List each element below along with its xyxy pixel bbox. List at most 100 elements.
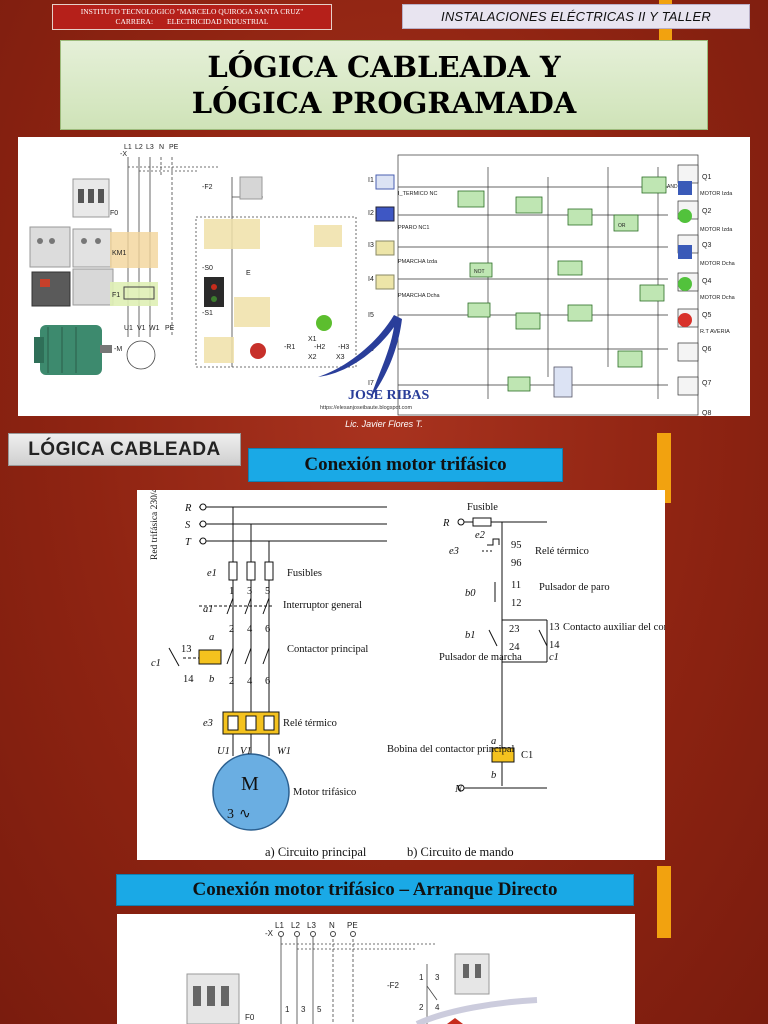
ctrl-12: 12 xyxy=(511,598,522,609)
ctrl-bobina: Bobina del contactor principal xyxy=(387,744,514,755)
control-fuse xyxy=(472,517,492,527)
input-name-3: PMARCHA Izda xyxy=(398,259,438,265)
lbl-l3: L3 xyxy=(146,144,154,151)
ctrl-C1: C1 xyxy=(521,750,533,761)
diagram1-title: Conexión motor trifásico xyxy=(248,448,563,482)
d2-pe: PE xyxy=(347,921,358,930)
d2-n1: 1 xyxy=(285,1005,290,1014)
num-6a: 6 xyxy=(265,624,270,635)
direct-start-diagram: L1 L2 L3 N PE -X -F2 F0 1 3 5 1 3 2 4 xyxy=(117,914,635,1024)
d2-n1b: 1 xyxy=(419,973,424,982)
label-contactor: Contactor principal xyxy=(287,644,368,655)
jose-ribas-logo: JOSE RIBAS https://elesanjoseibaute.blog… xyxy=(318,315,430,411)
ctrl-11: 11 xyxy=(511,580,521,591)
motor-photo xyxy=(34,325,112,375)
num-5: 5 xyxy=(265,586,270,597)
course-header: INSTALACIONES ELÉCTRICAS II Y TALLER xyxy=(402,4,750,29)
motor-symbol xyxy=(212,753,290,831)
relay-photo xyxy=(31,268,114,307)
lbl-f1: F1 xyxy=(112,292,120,299)
pushbutton-photo xyxy=(204,277,224,307)
f1-ctrl-highlight xyxy=(204,219,260,249)
d2-f2: -F2 xyxy=(387,981,400,990)
accent-bar-bottom xyxy=(657,866,671,938)
gate-or-1: OR xyxy=(618,223,626,229)
green-pilot-light xyxy=(316,315,332,331)
lbl-pe2: PE xyxy=(165,325,175,332)
lbl-v1: V1 xyxy=(137,325,146,332)
lbl-x2: X2 xyxy=(308,354,317,361)
motor-m: M xyxy=(241,773,259,795)
ctrl-e2: e2 xyxy=(475,530,486,541)
output-name-3: MOTOR Dcha xyxy=(700,261,736,267)
input-i7: I7 xyxy=(368,380,374,387)
ctrl-auxiliar: Contacto auxiliar del contactor principa… xyxy=(563,622,665,633)
output-q7: Q7 xyxy=(702,380,711,387)
output-q4: Q4 xyxy=(702,278,711,285)
output-q1: Q1 xyxy=(702,174,711,181)
ctrl-marcha: Pulsador de marcha xyxy=(439,652,522,663)
ctrl-e3: e3 xyxy=(449,546,459,557)
output-q2: Q2 xyxy=(702,208,711,215)
institute-name: INSTITUTO TECNOLOGICO "MARCELO QUIROGA S… xyxy=(80,7,304,16)
control-coil xyxy=(491,747,515,763)
ctrl-14: 14 xyxy=(549,640,560,651)
gate-not-1: NOT xyxy=(474,269,485,275)
logic-comparison-figure: L1 L2 L3 N PE -X F0 KM1 F1 U1 V1 W1 PE -… xyxy=(18,137,750,416)
lbl-f2: -F2 xyxy=(202,184,213,191)
input-i4: I4 xyxy=(368,276,374,283)
breaker-photo-large xyxy=(186,973,240,1024)
ctrl-fusible: Fusible xyxy=(467,502,498,513)
lbl-x3: X3 xyxy=(336,354,345,361)
d2-n3b: 3 xyxy=(435,973,440,982)
line-r: R xyxy=(184,503,192,514)
lbl-u1: U1 xyxy=(124,325,133,332)
career-label: CARRERA: xyxy=(115,17,154,26)
lbl-f0: F0 xyxy=(110,210,118,217)
lbl-h2: -H2 xyxy=(314,344,325,351)
lbl-motor: -M xyxy=(114,346,122,353)
gate-and-1: AND xyxy=(667,184,678,190)
label-c1: c1 xyxy=(151,658,161,669)
num-4b: 4 xyxy=(247,676,253,687)
term-w1: W1 xyxy=(277,746,291,757)
term-u1: U1 xyxy=(217,746,230,757)
d2-f0: F0 xyxy=(245,1013,255,1022)
d2-n3: 3 xyxy=(301,1005,306,1014)
num-2b: 2 xyxy=(229,676,234,687)
label-a1: a1 xyxy=(203,604,214,615)
f1-highlight xyxy=(110,282,158,306)
d2-x: -X xyxy=(265,929,274,938)
input-i3: I3 xyxy=(368,242,374,249)
motor-3: 3 xyxy=(227,807,234,822)
title-line-2: LÓGICA PROGRAMADA xyxy=(191,86,577,120)
breaker-photo-small xyxy=(239,176,263,200)
lbl-w1: W1 xyxy=(149,325,160,332)
num-1: 1 xyxy=(229,586,234,597)
label-motor: Motor trifásico xyxy=(293,787,356,798)
lbl-l2: L2 xyxy=(135,144,143,151)
breaker-photo xyxy=(72,178,110,218)
lbl-s0: -S0 xyxy=(202,265,213,272)
ctrl-b1: b1 xyxy=(465,630,476,641)
terminal-s xyxy=(199,520,207,528)
page-title: LÓGICA CABLEADA Y LÓGICA PROGRAMADA xyxy=(60,40,708,130)
aux-b: b xyxy=(209,674,214,685)
terminal-t xyxy=(199,537,207,545)
career-value: ELECTRICIDAD INDUSTRIAL xyxy=(167,17,269,26)
lbl-s1: -S1 xyxy=(202,310,213,317)
logo-text: JOSE RIBAS xyxy=(348,388,430,403)
num-6b: 6 xyxy=(265,676,270,687)
lbl-x: -X xyxy=(120,151,127,158)
input-i5: I5 xyxy=(368,312,374,319)
label-fusibles: Fusibles xyxy=(287,568,322,579)
career-line: CARRERA: ELECTRICIDAD INDUSTRIAL xyxy=(57,17,327,27)
tilde-icon: ∿ xyxy=(239,807,251,822)
ctrl-13: 13 xyxy=(549,622,560,633)
section-label: LÓGICA CABLEADA xyxy=(8,433,241,466)
caption-a: a) Circuito principal xyxy=(265,845,367,859)
input-name-4: PMARCHA Dcha xyxy=(398,293,441,299)
ctrl-b: b xyxy=(491,770,496,781)
motor-connection-diagram: M 3 ∿ Red trifásica 230/400 V R S T e1 F… xyxy=(137,490,665,860)
ctrl-23: 23 xyxy=(509,624,520,635)
